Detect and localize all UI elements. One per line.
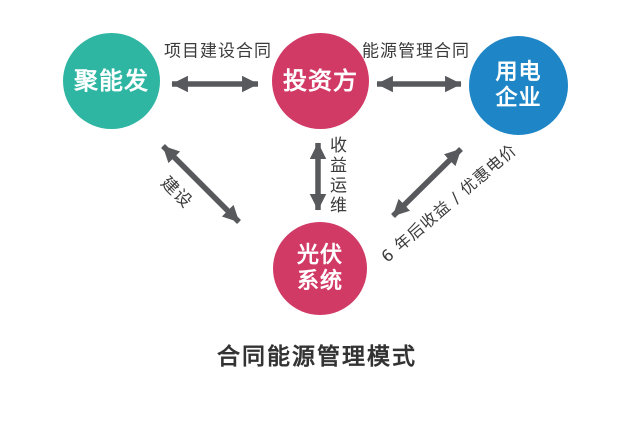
node-pv-system-label: 光伏 系统 [296,242,343,294]
arrow-power-enterprise-pv-system [391,147,463,218]
arrow-junengfa-pv-system [161,144,241,224]
node-pv-system: 光伏 系统 [273,222,367,315]
edge-label-revenue-operation-maintenance: 收益运维 [326,136,346,216]
node-junengfa: 聚能发 [63,33,160,129]
node-power-enterprise-label: 用电 企业 [495,59,542,111]
diagram-title: 合同能源管理模式 [217,344,417,370]
edge-label-energy-management-contract: 能源管理合同 [362,41,470,62]
node-investor: 投资方 [272,33,369,129]
edge-label-project-construction-contract: 项目建设合同 [164,41,272,62]
node-investor-label: 投资方 [283,66,358,95]
node-junengfa-label: 聚能发 [74,66,149,95]
node-power-enterprise: 用电 企业 [469,36,568,135]
